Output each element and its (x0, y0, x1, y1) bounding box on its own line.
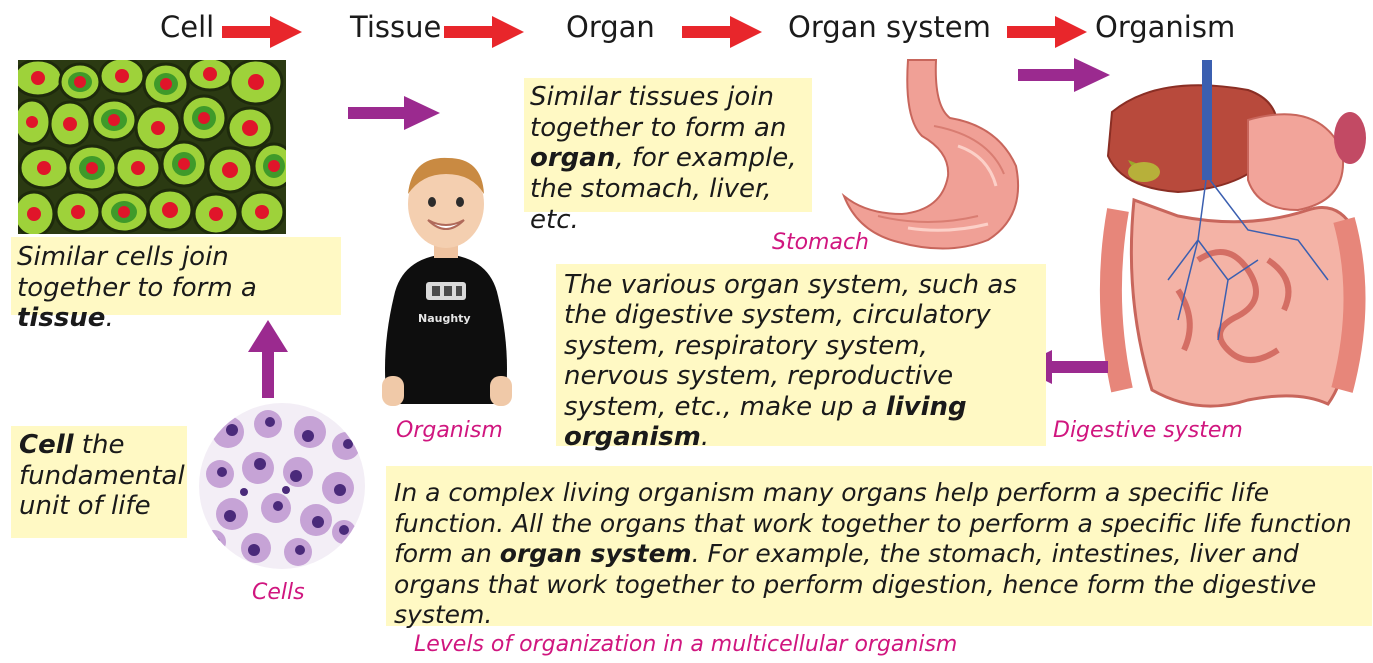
digestive-caption: Digestive system (1053, 418, 1243, 443)
cell-keyword: Cell (19, 430, 74, 460)
flow-arrow-3 (682, 16, 762, 48)
tissue-keyword: tissue (17, 303, 105, 333)
organ-system-keyword: organ system (500, 539, 692, 568)
cells-caption: Cells (252, 580, 305, 605)
flow-label-organism: Organism (1095, 10, 1235, 44)
flow-label-cell: Cell (160, 10, 214, 44)
organ-note-text: Similar tissues join together to form an (530, 82, 786, 143)
digestive-system-image (1098, 60, 1370, 424)
organism-caption: Organism (396, 418, 503, 443)
tissue-note-text: Similar cells join together to form a (17, 242, 257, 303)
organism-note: The various organ system, such as the di… (556, 264, 1046, 446)
tissue-note: Similar cells join together to form a ti… (11, 237, 341, 315)
organ-note: Similar tissues join together to form an… (524, 78, 812, 212)
organ-keyword: organ (530, 143, 615, 173)
organ-system-note: In a complex living organism many organs… (386, 466, 1372, 626)
cell-note: Cell the fundamental unit of life (11, 426, 187, 538)
organ-to-system-arrow (1018, 58, 1110, 92)
tissue-image (18, 60, 286, 234)
flow-arrow-2 (444, 16, 524, 48)
flow-arrow-4 (1007, 16, 1087, 48)
flow-label-organ-system: Organ system (788, 10, 991, 44)
cells-to-tissue-arrow (248, 320, 288, 398)
flow-arrow-1 (222, 16, 302, 48)
tissue-note-end: . (105, 303, 113, 333)
cells-image (198, 402, 366, 570)
stomach-caption: Stomach (772, 230, 869, 255)
boy-image (372, 146, 520, 406)
tissue-to-organ-arrow (348, 96, 440, 130)
stomach-image (838, 56, 1028, 252)
figure-caption: Levels of organization in a multicellula… (414, 632, 957, 657)
organism-note-end: . (701, 422, 709, 452)
shirt-text: Naughty (418, 312, 471, 325)
flow-label-organ: Organ (566, 10, 655, 44)
flow-label-tissue: Tissue (350, 10, 441, 44)
